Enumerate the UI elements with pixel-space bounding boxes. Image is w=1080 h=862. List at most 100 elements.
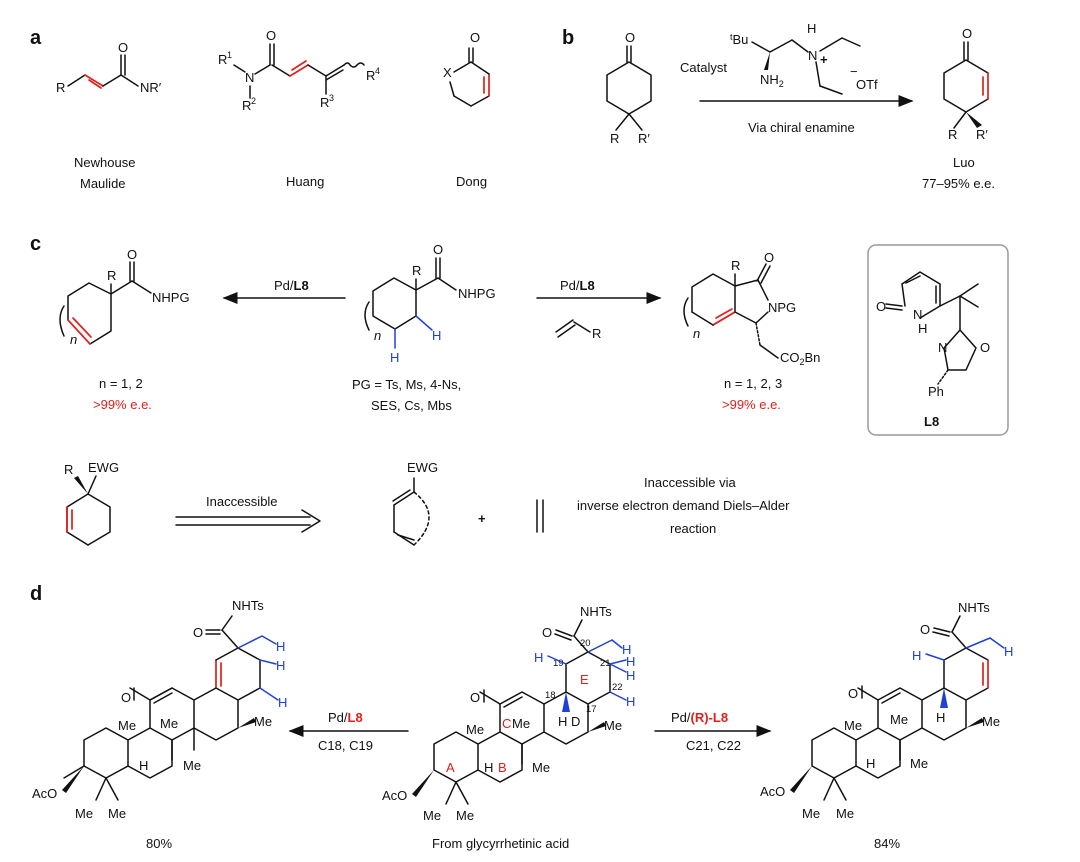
reagent-d-right: Pd/(R)-L8 — [671, 710, 728, 725]
svg-text:E: E — [580, 672, 589, 687]
structure-glycyrrhetinic-derivative: NHTs O 20 E 21 22 19 18 H H H H H H D 17… — [382, 604, 635, 823]
svg-text:D: D — [571, 714, 580, 729]
svg-text:n: n — [374, 328, 381, 343]
svg-text:O: O — [980, 340, 990, 355]
svg-text:R: R — [592, 326, 601, 341]
svg-text:Me: Me — [802, 806, 820, 821]
label-maulide: Maulide — [80, 176, 126, 191]
structure-cyclohexanone: O R R′ — [606, 30, 652, 146]
svg-text:NHTs: NHTs — [958, 600, 990, 615]
svg-text:R′: R′ — [638, 131, 650, 146]
structure-diene: EWG — [392, 460, 438, 546]
svg-text:Me: Me — [75, 806, 93, 821]
svg-text:Me: Me — [532, 760, 550, 775]
svg-text:3: 3 — [329, 93, 334, 103]
svg-text:H: H — [807, 21, 816, 36]
svg-text:NHTs: NHTs — [232, 598, 264, 613]
svg-text:NR′: NR′ — [140, 80, 162, 95]
svg-text:O: O — [625, 30, 635, 45]
svg-text:R: R — [412, 263, 421, 278]
svg-text:CO2Bn: CO2Bn — [780, 350, 820, 367]
label-luo: Luo — [953, 155, 975, 170]
svg-text:OTf: OTf — [856, 77, 878, 92]
svg-text:H: H — [866, 756, 875, 771]
svg-text:R: R — [107, 268, 116, 283]
svg-text:O: O — [121, 690, 131, 705]
structure-product-c21-c22: NHTs O H H H Me O Me Me H Me AcO Me Me — [760, 600, 1013, 821]
svg-text:R: R — [242, 98, 251, 113]
svg-text:Me: Me — [160, 716, 178, 731]
panel-label-c: c — [30, 233, 41, 255]
svg-text:R: R — [948, 127, 957, 142]
svg-text:Me: Me — [604, 718, 622, 733]
svg-text:O: O — [920, 622, 930, 637]
structure-ethylene — [536, 499, 544, 533]
positions-left: C18, C19 — [318, 738, 373, 753]
svg-text:N: N — [245, 70, 254, 85]
svg-text:H: H — [276, 639, 285, 654]
structure-cyclohexenone: O R R′ — [943, 26, 989, 142]
svg-text:+: + — [820, 52, 828, 67]
right-ee: >99% e.e. — [722, 397, 781, 412]
svg-text:H: H — [622, 642, 631, 657]
svg-text:Me: Me — [890, 712, 908, 727]
svg-text:H: H — [278, 695, 287, 710]
svg-text:AcO: AcO — [32, 786, 57, 801]
svg-text:NHPG: NHPG — [152, 290, 190, 305]
via-chiral-enamine: Via chiral enamine — [748, 120, 855, 135]
luo-ee: 77–95% e.e. — [922, 176, 995, 191]
svg-text:H: H — [139, 758, 148, 773]
svg-text:O: O — [542, 625, 552, 640]
structure-target-cyclohexene: R EWG — [64, 460, 119, 546]
note-line-3: reaction — [670, 521, 716, 536]
panel-label-b: b — [562, 27, 574, 49]
svg-text:R: R — [56, 80, 65, 95]
svg-text:H: H — [912, 648, 921, 663]
svg-text:Me: Me — [910, 756, 928, 771]
svg-text:R: R — [218, 52, 227, 67]
svg-text:O: O — [193, 625, 203, 640]
svg-text:NHTs: NHTs — [580, 604, 612, 619]
svg-text:C: C — [502, 716, 511, 731]
reagent-c-left: Pd/L8 — [274, 278, 309, 293]
svg-text:H: H — [534, 650, 543, 665]
svg-text:A: A — [446, 760, 455, 775]
svg-text:H: H — [626, 654, 635, 669]
structure-acrylamide: R O NR′ — [56, 40, 162, 95]
svg-text:1: 1 — [227, 50, 232, 60]
svg-text:O: O — [848, 686, 858, 701]
svg-text:O: O — [266, 28, 276, 43]
svg-text:O: O — [470, 690, 480, 705]
svg-text:Me: Me — [512, 716, 530, 731]
svg-text:Me: Me — [118, 718, 136, 733]
pg-list-2: SES, Cs, Mbs — [371, 398, 452, 413]
svg-text:R: R — [610, 131, 619, 146]
svg-text:N: N — [913, 307, 922, 322]
svg-text:O: O — [962, 26, 972, 41]
svg-text:AcO: AcO — [760, 784, 785, 799]
alkene-reagent: R — [555, 319, 601, 341]
svg-text:R: R — [64, 462, 73, 477]
svg-text:H: H — [390, 350, 399, 365]
yield-right: 84% — [874, 836, 900, 851]
svg-text:2: 2 — [251, 96, 256, 106]
note-line-2: inverse electron demand Diels–Alder — [577, 498, 790, 513]
source-label: From glycyrrhetinic acid — [432, 836, 569, 851]
svg-text:H: H — [936, 710, 945, 725]
svg-text:H: H — [432, 328, 441, 343]
svg-text:H: H — [484, 760, 493, 775]
inaccessible-label: Inaccessible — [206, 494, 278, 509]
right-n: n = 1, 2, 3 — [724, 376, 782, 391]
svg-text:H: H — [558, 714, 567, 729]
svg-text:18: 18 — [545, 690, 556, 701]
retro-arrow — [175, 509, 321, 533]
svg-text:EWG: EWG — [88, 460, 119, 475]
svg-text:H: H — [918, 321, 927, 336]
svg-text:Me: Me — [254, 714, 272, 729]
svg-text:n: n — [693, 326, 700, 341]
svg-text:R′: R′ — [976, 127, 988, 142]
svg-text:O: O — [433, 242, 443, 257]
structure-bicyclic-lactam: R n O NPG CO2Bn — [683, 250, 820, 367]
